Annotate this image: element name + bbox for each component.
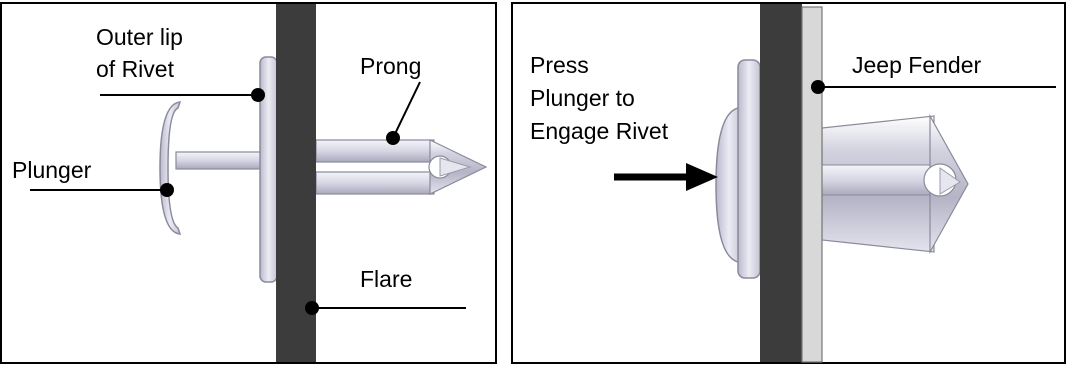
right-panel: Press Plunger to Engage Rivet Jeep Fende… xyxy=(511,2,1066,364)
label-flare: Flare xyxy=(360,266,412,292)
label-press-line3: Engage Rivet xyxy=(530,118,669,144)
prong-dot xyxy=(386,131,400,145)
label-plunger: Plunger xyxy=(12,157,92,183)
right-rivet-outer-lip xyxy=(737,59,761,279)
label-outer-lip-line2: of Rivet xyxy=(96,56,175,82)
label-press-line1: Press xyxy=(530,52,589,78)
flare-dot xyxy=(305,301,319,315)
outer-lip-dot xyxy=(251,88,265,102)
right-flare xyxy=(760,4,802,362)
plunger-dot xyxy=(160,183,174,197)
label-outer-lip-line1: Outer lip xyxy=(96,24,183,50)
plunger-shaft xyxy=(175,151,267,170)
label-press-line2: Plunger to xyxy=(530,85,635,111)
expanded-rivet xyxy=(821,113,969,255)
pressed-plunger-head xyxy=(715,107,743,263)
label-jeep-fender: Jeep Fender xyxy=(852,52,981,78)
plunger-head xyxy=(159,101,182,235)
jeep-fender xyxy=(801,6,823,363)
jeep-fender-dot xyxy=(811,80,825,94)
prong-leader xyxy=(392,81,421,139)
press-arrow-icon xyxy=(614,163,718,191)
label-prong: Prong xyxy=(360,53,421,79)
left-panel: Outer lip of Rivet Prong Plunger Flare xyxy=(0,2,497,364)
